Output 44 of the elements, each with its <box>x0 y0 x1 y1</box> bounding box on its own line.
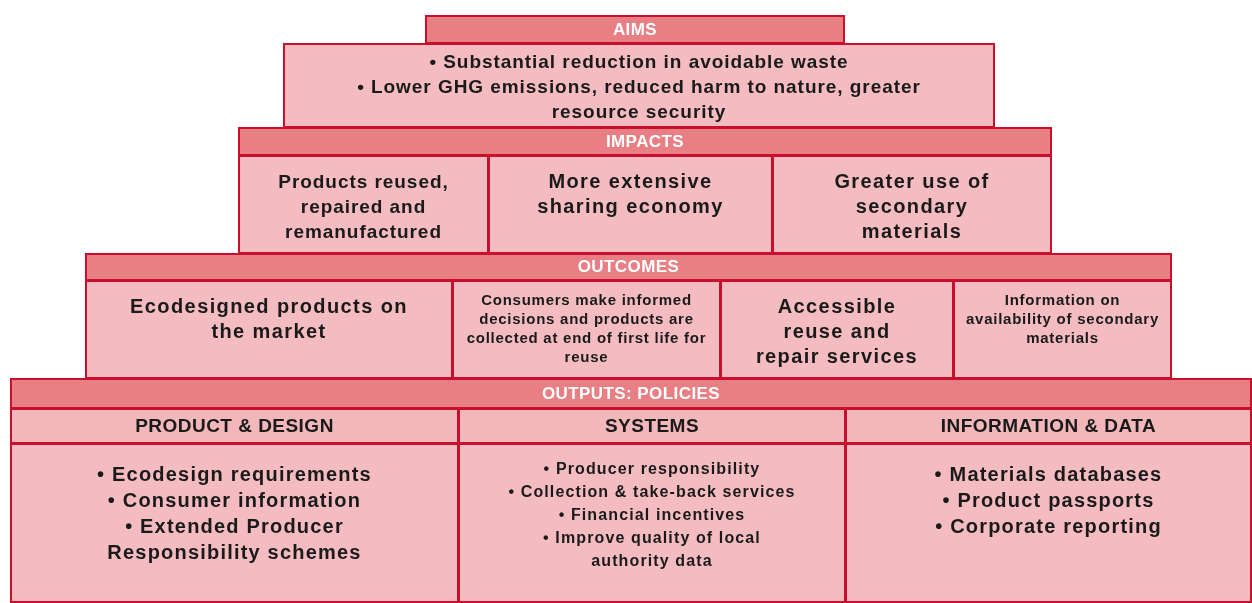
content-cell <box>452 280 721 379</box>
content-cell <box>720 280 954 379</box>
column-heading: INFORMATION & DATA <box>940 413 1157 438</box>
bullet-item: • Materials databases <box>934 462 1163 487</box>
bullet-item: • Substantial reduction in avoidable waste <box>429 50 849 74</box>
content-cell <box>772 155 1052 254</box>
section-band <box>425 15 845 44</box>
section-heading: AIMS <box>612 18 658 41</box>
section-band <box>10 378 1252 409</box>
content-panel <box>10 443 459 603</box>
bullet-item: • Corporate reporting <box>935 514 1162 539</box>
column-header <box>10 408 459 444</box>
column-heading: PRODUCT & DESIGN <box>135 413 334 438</box>
content-cell <box>85 280 453 379</box>
cell-text: More extensive sharing economy <box>536 169 725 219</box>
section-heading: OUTCOMES <box>577 256 680 279</box>
column-heading: SYSTEMS <box>604 413 700 438</box>
section-band <box>85 253 1172 281</box>
content-cell <box>953 280 1172 379</box>
content-panel <box>458 443 846 603</box>
content-panel <box>283 43 995 128</box>
bullet-item: • Collection & take-back services <box>508 482 796 502</box>
column-header <box>845 408 1252 444</box>
content-panel <box>845 443 1252 603</box>
bullet-item: • Financial incentives <box>558 505 746 525</box>
cell-text: Accessible reuse and repair services <box>754 294 920 369</box>
column-header <box>458 408 846 444</box>
cell-text: Ecodesigned products on the market <box>129 294 409 344</box>
content-cell <box>238 155 489 254</box>
cell-text: Products reused, repaired and remanufactured <box>277 170 450 244</box>
bullet-item: • Producer responsibility <box>543 459 761 479</box>
cell-text: Information on availability of secondary materials <box>965 290 1160 347</box>
content-cell <box>488 155 773 254</box>
cell-text: Greater use of secondary materials <box>833 169 991 244</box>
section-heading: OUTPUTS: POLICIES <box>541 382 721 405</box>
bullet-item: • Lower GHG emissions, reduced harm to nature, greater resource security <box>356 75 922 124</box>
bullet-item: • Improve quality of local authority data <box>542 528 762 571</box>
cell-text: Consumers make informed decisions and products are collected at end of first life for reuse <box>465 290 708 366</box>
bullet-item: • Extended Producer Responsibility schemes <box>106 514 363 565</box>
bullet-item: • Ecodesign requirements <box>97 462 372 487</box>
section-heading: IMPACTS <box>605 130 685 153</box>
section-band <box>238 127 1052 156</box>
bullet-item: • Consumer information <box>107 488 362 513</box>
bullet-item: • Product passports <box>942 488 1155 513</box>
